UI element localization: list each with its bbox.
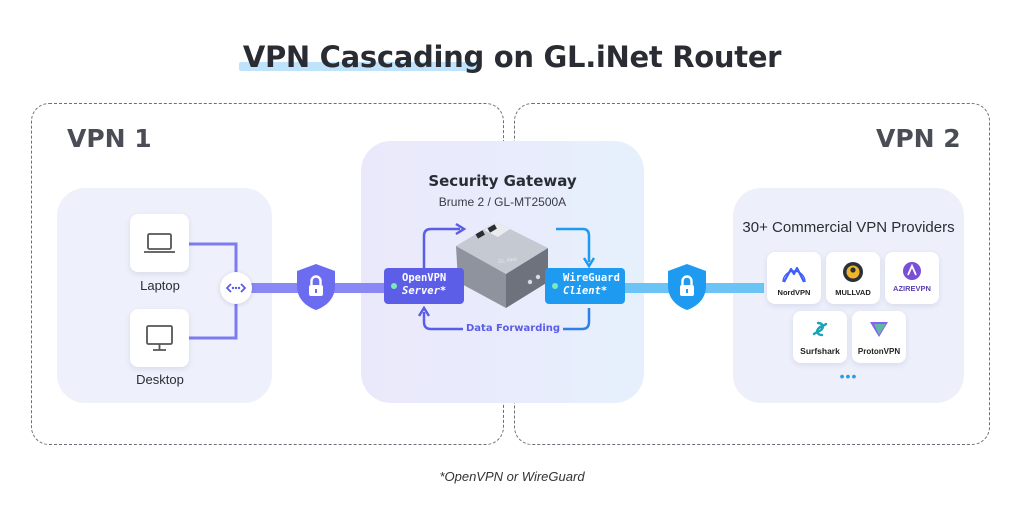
forward-arrow-top-left-head	[455, 222, 467, 236]
pill-line2: Client*	[563, 285, 608, 297]
nordvpn-logo-icon	[782, 266, 806, 283]
router-device-icon	[456, 222, 548, 308]
desktop-branch-line	[189, 300, 238, 340]
provider-name: AZIREVPN	[893, 284, 931, 293]
laptop-tile	[130, 214, 189, 272]
diagram-title-text: VPN Cascading on GL.iNet Router	[242, 40, 782, 74]
forward-arrow-top-left	[422, 227, 460, 270]
laptop-label: Laptop	[140, 278, 180, 293]
mullvad-logo-icon	[843, 262, 863, 282]
providers-title: 30+ Commercial VPN Providers	[742, 219, 955, 236]
forward-arrow-top-right-head	[582, 257, 596, 269]
desktop-tile	[130, 309, 189, 367]
lock-shield-icon	[668, 264, 706, 310]
pill-line2: Server*	[402, 285, 447, 297]
forward-arrow-top-right	[556, 227, 591, 262]
wireguard-client-pill: WireGuard Client*	[545, 268, 625, 304]
provider-name: MULLVAD	[835, 288, 871, 297]
network-junction-icon	[225, 283, 247, 293]
provider-name: Surfshark	[800, 346, 840, 356]
pill-line1: OpenVPN	[402, 272, 447, 284]
desktop-label: Desktop	[136, 372, 184, 387]
forward-arrow-bottom-left	[422, 312, 463, 331]
laptop-icon	[144, 233, 175, 253]
provider-name: ProtonVPN	[857, 347, 901, 356]
gateway-subtitle: Brume 2 / GL-MT2500A	[438, 195, 567, 209]
status-dot	[552, 283, 558, 289]
protonvpn-logo-icon	[870, 322, 888, 337]
gateway-title: Security Gateway	[428, 172, 577, 190]
provider-protonvpn: ProtonVPN	[852, 311, 906, 363]
provider-surfshark: Surfshark	[793, 311, 847, 363]
lock-shield-icon	[297, 264, 335, 310]
title-area: VPN Cascading on GL.iNet Router	[0, 40, 1024, 74]
data-forwarding-label: Data Forwarding	[463, 323, 564, 334]
azirevpn-logo-icon	[903, 262, 921, 280]
diagram-title: VPN Cascading on GL.iNet Router	[238, 40, 782, 74]
laptop-branch-line	[189, 242, 238, 278]
pill-line1: WireGuard	[563, 272, 620, 284]
monitor-icon	[146, 325, 173, 351]
surfshark-logo-icon	[812, 321, 828, 337]
footnote: *OpenVPN or WireGuard	[439, 469, 585, 484]
status-dot	[391, 283, 397, 289]
more-providers-indicator: •••	[839, 368, 858, 384]
openvpn-server-pill: OpenVPN Server*	[384, 268, 464, 304]
vpn2-label: VPN 2	[876, 124, 961, 153]
provider-name: NordVPN	[777, 288, 811, 297]
forward-arrow-bottom-right	[548, 308, 591, 331]
forward-arrow-bottom-left-head	[417, 305, 431, 317]
junction-node	[220, 272, 252, 304]
provider-mullvad: MULLVAD	[826, 252, 880, 304]
provider-azirevpn: AZIREVPN	[885, 252, 939, 304]
provider-nordvpn: NordVPN	[767, 252, 821, 304]
vpn1-label: VPN 1	[67, 124, 152, 153]
